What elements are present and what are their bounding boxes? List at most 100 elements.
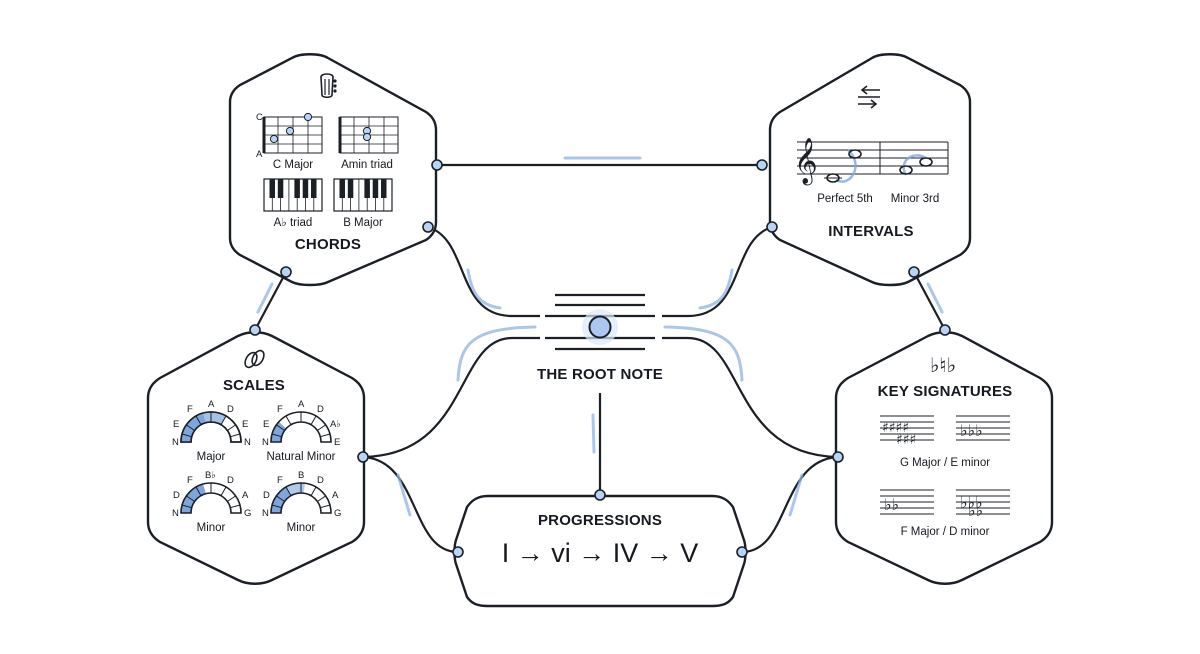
connector-glows <box>256 156 944 517</box>
node-scales-top[interactable] <box>249 324 261 336</box>
interval-label-perfect-5th: Perfect 5th <box>817 193 873 205</box>
key-staff-e-minor: ♭♭♭ <box>956 415 1010 441</box>
scale-dial-minor-2: N D F B D A G <box>262 470 341 519</box>
intervals-title: INTERVALS <box>828 223 913 240</box>
node-progressions-right[interactable] <box>736 546 748 558</box>
node-keys-left[interactable] <box>832 451 844 463</box>
scale-dial-minor-1: N D F B♭ D A G <box>172 470 251 519</box>
dial-label: D <box>173 490 180 501</box>
node-chords-right[interactable] <box>431 159 443 171</box>
key-staff-f-major: ♭♭ <box>880 489 934 515</box>
node-intervals-left[interactable] <box>756 159 768 171</box>
connection-nodes <box>249 159 951 558</box>
intervals-panel[interactable]: 𝄞 Perfect 5th Minor 3rd INTERVALS <box>768 53 972 287</box>
dial-label: A <box>298 399 305 410</box>
string-label-c: C <box>256 112 263 123</box>
keyboard-ab-triad <box>263 178 323 212</box>
dial-label: N <box>262 508 269 519</box>
chord-label-b-major: B Major <box>343 217 383 229</box>
dial-label: F <box>277 475 283 486</box>
node-progressions-top[interactable] <box>594 489 606 501</box>
svg-text:♯♯♯♯: ♯♯♯♯ <box>882 420 909 436</box>
chords-title: CHORDS <box>295 236 361 253</box>
node-chords-bottom[interactable] <box>280 266 292 278</box>
scale-loop-icon <box>244 349 265 369</box>
key-signatures-panel[interactable]: ♭♮♭ KEY SIGNATURES ♯♯♯♯ ♯♯♯ ♭♭♭ G Major … <box>834 331 1054 585</box>
fretboard-c-major: C A <box>256 112 323 160</box>
interval-staff: 𝄞 <box>794 138 949 186</box>
dial-label: B♭ <box>205 470 216 481</box>
dial-label: E <box>242 419 248 430</box>
node-progressions-left[interactable] <box>452 546 464 558</box>
progressions-panel[interactable]: PROGRESSIONS I → vi → IV → V <box>453 494 747 608</box>
dial-label: G <box>334 508 341 519</box>
interval-arrows-icon <box>858 85 880 109</box>
node-scales-right[interactable] <box>357 451 369 463</box>
dial-label: G <box>244 508 251 519</box>
svg-text:♭♭: ♭♭ <box>884 495 899 514</box>
node-intervals-bottom[interactable] <box>908 266 920 278</box>
dial-label: N <box>172 508 179 519</box>
scale-label-natural-minor: Natural Minor <box>266 451 335 463</box>
node-intervals-lower[interactable] <box>766 221 778 233</box>
dial-label: A <box>332 490 339 501</box>
progressions-title: PROGRESSIONS <box>538 512 662 529</box>
dial-label: D <box>227 475 234 486</box>
dial-label: N <box>172 437 179 448</box>
keyboard-b-major <box>333 178 393 212</box>
connector-keys-progressions <box>741 455 839 554</box>
dial-label: E <box>263 419 269 430</box>
dial-label: B <box>298 470 304 481</box>
connector-chords-center <box>427 225 540 318</box>
svg-text:♭♭♭: ♭♭♭ <box>960 421 983 440</box>
scales-title: SCALES <box>223 377 285 394</box>
dial-label: D <box>317 475 324 486</box>
scale-dial-major: N E F A D E N <box>172 399 251 448</box>
dial-label: D <box>263 490 270 501</box>
scale-label-minor-1: Minor <box>197 522 226 534</box>
staff-root-note-icon <box>545 293 655 351</box>
chord-label-c-major: C Major <box>273 159 313 171</box>
scale-dial-natural-minor: N E F A D A♭ E <box>262 399 341 448</box>
guitar-headstock-icon <box>320 73 337 99</box>
dial-label: D <box>317 404 324 415</box>
scale-label-major: Major <box>197 451 226 463</box>
dial-label: D <box>227 404 234 415</box>
key-label-g-major-e-minor: G Major / E minor <box>900 457 990 469</box>
svg-text:♭♭♭: ♭♭♭ <box>960 493 983 512</box>
interval-label-minor-3rd: Minor 3rd <box>891 193 940 205</box>
fretboard-amin-triad <box>338 116 399 154</box>
connector-center-left-lower <box>362 336 540 459</box>
scales-panel[interactable]: SCALES N E F A D E N Major <box>146 331 366 585</box>
root-note-title: THE ROOT NOTE <box>537 366 663 383</box>
key-staff-g-major: ♯♯♯♯ ♯♯♯ <box>880 415 934 448</box>
chord-label-amin-triad: Amin triad <box>341 159 393 171</box>
key-signatures-title: KEY SIGNATURES <box>878 383 1013 400</box>
flat-signs-icon: ♭♮♭ <box>930 353 956 377</box>
dial-label: A <box>208 399 215 410</box>
key-label-f-major-d-minor: F Major / D minor <box>901 526 990 538</box>
dial-label: E <box>173 419 179 430</box>
connector-intervals-center <box>662 225 773 318</box>
connector-chords-scales <box>254 271 287 331</box>
treble-clef-icon: 𝄞 <box>794 138 818 186</box>
svg-text:♯♯♯: ♯♯♯ <box>896 432 916 448</box>
dial-label: A♭ <box>330 419 341 430</box>
connector-intervals-keys <box>913 271 946 331</box>
connector-scales-progressions <box>362 455 459 554</box>
progression-sequence: I → vi → IV → V <box>502 538 699 568</box>
dial-label: N <box>262 437 269 448</box>
connectors <box>254 163 946 554</box>
dial-label: N <box>244 437 251 448</box>
chords-panel[interactable]: C A C Major Amin tr <box>228 53 438 287</box>
node-chords-lower[interactable] <box>422 221 434 233</box>
node-keys-top[interactable] <box>939 324 951 336</box>
dial-label: F <box>187 404 193 415</box>
string-label-a: A <box>256 149 263 160</box>
connector-center-right-lower <box>662 336 839 459</box>
root-note-center[interactable]: THE ROOT NOTE <box>537 293 663 383</box>
scale-label-minor-2: Minor <box>287 522 316 534</box>
dial-label: F <box>277 404 283 415</box>
key-staff-d-minor: ♭♭♭ ♭♭ <box>956 489 1010 520</box>
